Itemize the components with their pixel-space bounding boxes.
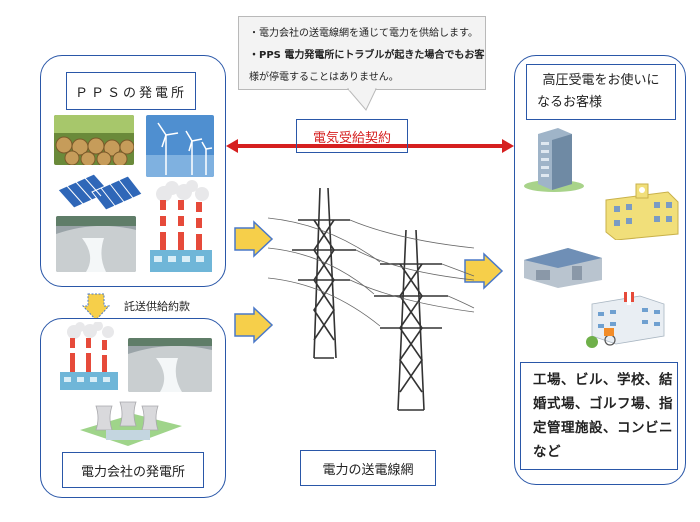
pps-to-grid-arrow [234,220,274,258]
contract-arrow [226,139,514,153]
nuclear-plant-icon [80,401,182,446]
customers-list-line-2: 婚式場、ゴルフ場、指 [533,396,673,412]
school-icon [605,183,679,240]
dam-icon [56,216,136,272]
customers-list: 工場、ビル、学校、結 婚式場、ゴルフ場、指 定管理施設、コンビニ など [520,362,678,470]
hospital-icon [586,290,665,348]
warehouse-icon [524,248,602,288]
utility-factory-icon [60,322,118,390]
utility-title: 電力会社の発電所 [62,452,204,488]
customers-list-line-3: 定管理施設、コンビニ [533,420,673,436]
utility-dam-icon [128,338,212,392]
callout-pointer [346,88,377,111]
contract-label: 電気受給契約 [296,119,408,153]
customers-list-line-4: など [533,444,561,460]
customers-title: 高圧受電をお使いに なるお客様 [526,64,676,120]
office-building-icon [524,128,584,192]
callout-line-2: ・PPS 電力発電所にトラブルが起きた場合でもお客 [249,50,485,61]
callout-line-3: 様が停電することはありません。 [249,72,399,83]
factory-icon [150,180,212,272]
info-callout: ・電力会社の送電線網を通じて電力を供給します。 ・PPS 電力発電所にトラブルが… [238,16,486,90]
consignment-arrow [82,293,110,321]
callout-line-1: ・電力会社の送電線網を通じて電力を供給します。 [249,28,478,39]
utility-to-grid-arrow [234,306,274,344]
wind-turbine-icon [146,115,214,177]
grid-to-customers-arrow [464,252,504,290]
solar-panel-icon [57,173,143,211]
consignment-label: 託送供給約款 [124,300,190,313]
customers-title-line-1: 高圧受電をお使いに [542,73,660,88]
transmission-tower-icon [268,187,475,411]
customers-title-line-2: なるお客様 [537,95,603,110]
customers-list-line-1: 工場、ビル、学校、結 [533,372,673,388]
lumber-icon [54,115,134,165]
grid-label: 電力の送電線網 [300,450,436,486]
pps-title: ＰＰＳの発電所 [66,72,196,110]
